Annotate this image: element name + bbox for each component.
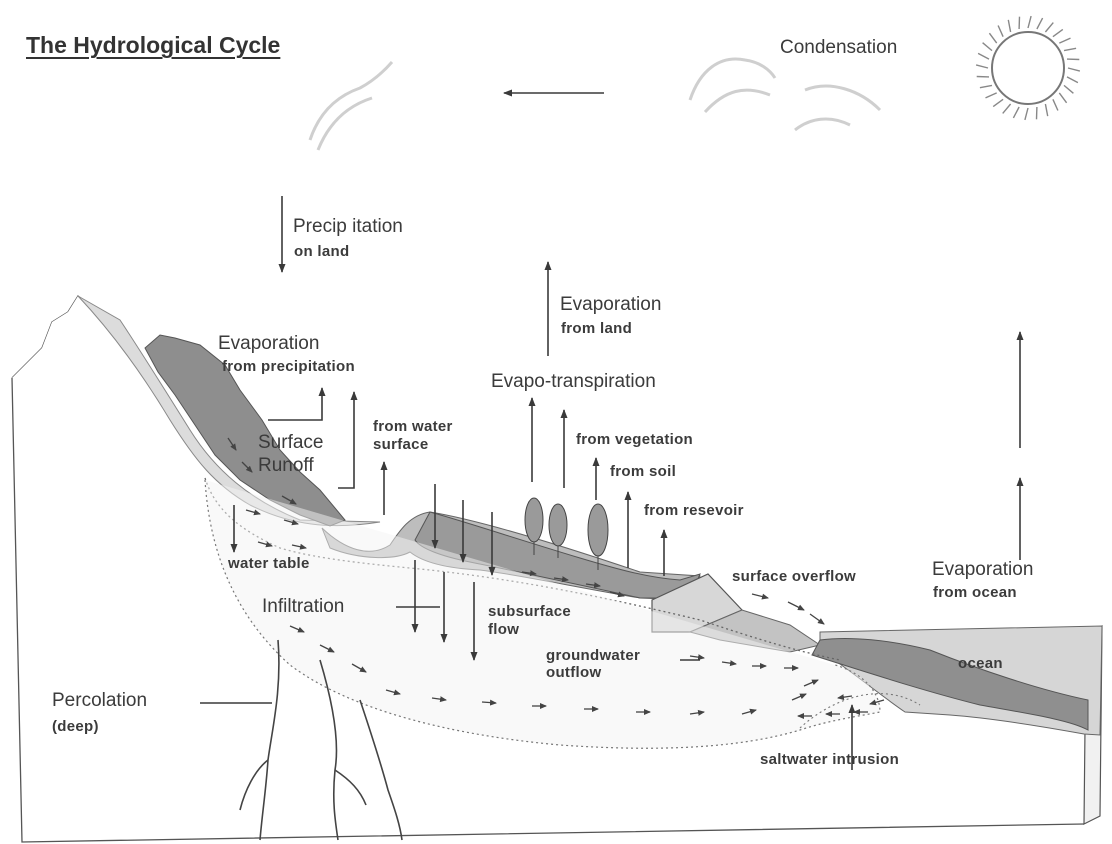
- label-infiltration: Infiltration: [262, 597, 344, 618]
- sun-ray: [1013, 107, 1019, 118]
- label-from-resevoir: from resevoir: [644, 503, 744, 520]
- label-precipitation: Precip itation: [293, 217, 403, 238]
- sun-ray: [1008, 20, 1010, 32]
- sun-icon: [976, 16, 1080, 120]
- sun-ray: [989, 33, 996, 43]
- label-evap-ocean-sub: from ocean: [933, 585, 1017, 602]
- sun-ray: [1003, 104, 1011, 113]
- sun-ray: [976, 65, 988, 68]
- label-surface-runoff-1: Surface: [258, 433, 323, 454]
- sun-ray: [986, 93, 997, 98]
- label-ocean: ocean: [958, 656, 1003, 673]
- label-water-table: water table: [228, 556, 310, 573]
- sun-ray: [1059, 93, 1066, 103]
- label-condensation: Condensation: [780, 38, 897, 59]
- label-evap-precip: Evaporation: [218, 334, 319, 355]
- label-surface-runoff-2: Runoff: [258, 456, 314, 477]
- label-subsurface-flow-2: flow: [488, 622, 519, 639]
- sun-ray: [1025, 108, 1028, 120]
- label-evap-precip-sub: from precipitation: [222, 359, 355, 376]
- diagram-title: The Hydrological Cycle: [26, 33, 280, 58]
- sun-ray: [983, 43, 992, 51]
- label-evapo-transpiration: Evapo-transpiration: [491, 372, 656, 393]
- label-from-vegetation: from vegetation: [576, 432, 693, 449]
- label-from-soil: from soil: [610, 464, 676, 481]
- sun-ray: [1064, 85, 1073, 93]
- sun-ray: [980, 85, 992, 87]
- label-surface-overflow: surface overflow: [732, 569, 856, 586]
- sun-ray: [978, 53, 989, 59]
- label-groundwater-outflow-2: outflow: [546, 665, 601, 682]
- sun-ray: [1059, 38, 1070, 43]
- label-saltwater-intrusion: saltwater intrusion: [760, 752, 899, 769]
- sun-ray: [1037, 18, 1043, 29]
- sun-ray: [1028, 16, 1031, 28]
- sun-ray: [1045, 104, 1047, 116]
- sun-ray: [1045, 23, 1053, 32]
- cloud-icon: [310, 59, 880, 150]
- sun-ray: [1068, 68, 1080, 71]
- sun-ray: [1053, 29, 1063, 36]
- label-percolation-sub: (deep): [52, 719, 99, 736]
- sun-ray: [1053, 99, 1058, 110]
- label-evap-land: Evaporation: [560, 295, 661, 316]
- label-precipitation-sub: on land: [294, 244, 349, 261]
- label-subsurface-flow-1: subsurface: [488, 604, 571, 621]
- sun-ray: [993, 99, 1003, 106]
- label-evap-land-sub: from land: [561, 321, 632, 338]
- label-percolation: Percolation: [52, 691, 147, 712]
- label-evap-ocean: Evaporation: [932, 560, 1033, 581]
- sun-ray: [998, 26, 1003, 37]
- label-from-water-surface-2: surface: [373, 437, 428, 454]
- sun-ray: [1067, 77, 1078, 83]
- label-groundwater-outflow-1: groundwater: [546, 648, 640, 665]
- label-from-water-surface-1: from water: [373, 419, 453, 436]
- sun-ray: [1064, 48, 1076, 50]
